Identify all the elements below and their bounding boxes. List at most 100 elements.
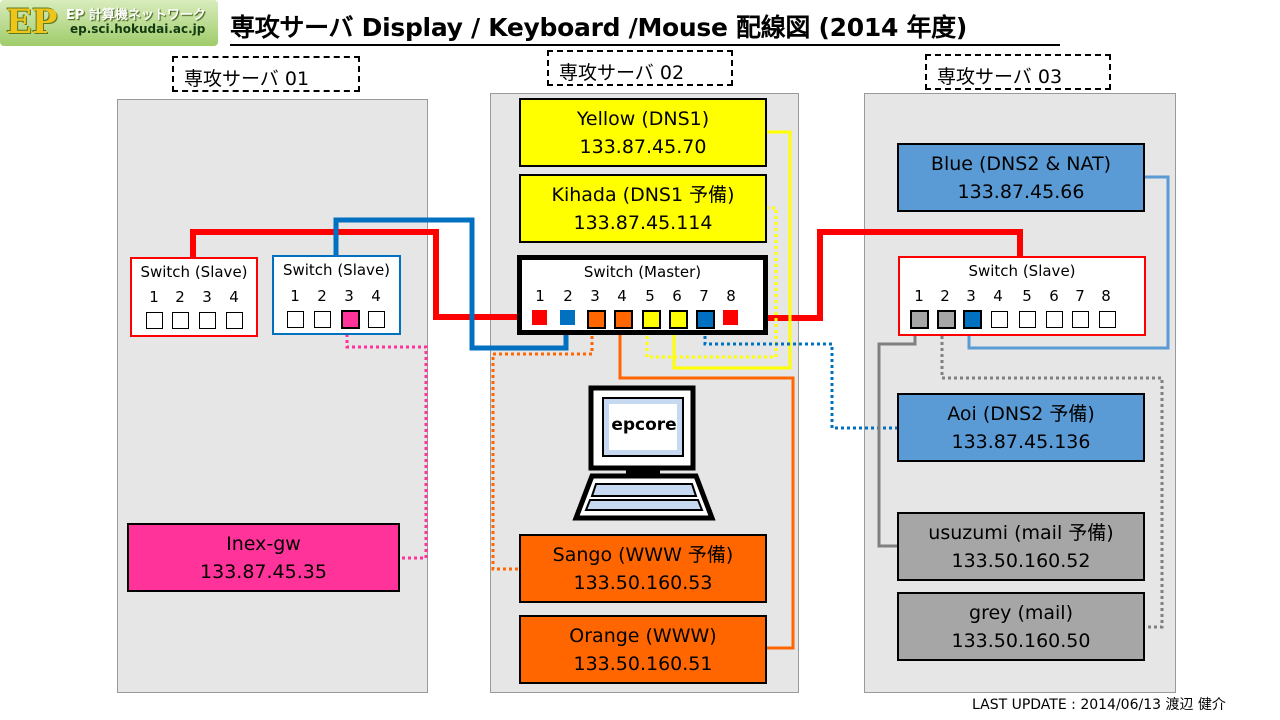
host-inex-gw: Inex-gw 133.87.45.35: [127, 523, 400, 592]
switch-port: [368, 311, 385, 328]
switch-port-pink: [341, 310, 360, 329]
port-number: 8: [1101, 287, 1111, 305]
port-number: 1: [914, 287, 924, 305]
switch-port: [1046, 311, 1063, 328]
host-ip: 133.50.160.50: [951, 629, 1091, 652]
host-yellow: Yellow (DNS1) 133.87.45.70: [519, 98, 767, 167]
wire-blue-slave2: [333, 217, 569, 351]
host-name: Aoi (DNS2 予備): [947, 402, 1095, 425]
host-aoi: Aoi (DNS2 予備) 133.87.45.136: [897, 393, 1145, 462]
switch-master: Switch (Master) 1 2 3 4 5 6 7 8: [517, 255, 768, 335]
switch-port: [314, 311, 331, 328]
port-number: 2: [563, 287, 573, 305]
port-number: 7: [699, 287, 709, 305]
port-number: 7: [1075, 287, 1085, 305]
port-number: 4: [229, 288, 239, 306]
port-number: 6: [672, 287, 682, 305]
port-number: 1: [290, 287, 300, 305]
wire-yellow-kihada: [645, 206, 778, 359]
host-name: grey (mail): [969, 601, 1073, 624]
switch-port: [146, 312, 163, 329]
port-number: 3: [966, 287, 976, 305]
switch-port-orange: [587, 310, 606, 329]
switch-port-grey: [937, 310, 956, 329]
port-number: 2: [317, 287, 327, 305]
switch-port: [991, 311, 1008, 328]
server-label-01: 専攻サーバ 01: [172, 56, 360, 92]
switch-port: [199, 312, 216, 329]
console-label: epcore: [611, 415, 677, 435]
host-blue: Blue (DNS2 & NAT) 133.87.45.66: [897, 143, 1145, 212]
host-ip: 133.87.45.114: [573, 211, 713, 234]
host-ip: 133.50.160.52: [951, 549, 1091, 572]
switch-port-blue: [560, 310, 575, 325]
switch-port-red: [532, 310, 547, 325]
switch-port: [287, 311, 304, 328]
host-ip: 133.50.160.53: [573, 571, 713, 594]
wire-orange-sango: [491, 324, 594, 571]
logo-url: ep.sci.hokudai.ac.jp: [70, 22, 206, 36]
port-number: 3: [202, 288, 212, 306]
port-number: 2: [940, 287, 950, 305]
server-label-02: 専攻サーバ 02: [547, 50, 733, 86]
port-number: 8: [726, 287, 736, 305]
server-01-panel: [117, 99, 428, 693]
port-number: 6: [1049, 287, 1059, 305]
host-name: Kihada (DNS1 予備): [551, 183, 735, 206]
switch-slave-2: Switch (Slave) 1 2 3 4: [272, 255, 401, 335]
switch-title: Switch (Slave): [140, 263, 248, 281]
host-name: Inex-gw: [226, 532, 301, 555]
console-computer-icon: epcore: [572, 384, 716, 522]
wire-lightblue-blue: [967, 175, 1170, 350]
wire-grey-grey: [940, 324, 1164, 629]
host-orange: Orange (WWW) 133.50.160.51: [519, 615, 767, 684]
host-name: usuzumi (mail 予備): [928, 521, 1114, 544]
port-number: 4: [993, 287, 1003, 305]
host-name: Blue (DNS2 & NAT): [930, 152, 1112, 175]
port-number: 4: [371, 287, 381, 305]
port-number: 5: [645, 287, 655, 305]
switch-port: [1019, 311, 1036, 328]
host-kihada: Kihada (DNS1 予備) 133.87.45.114: [519, 174, 767, 243]
switch-port-blue: [696, 310, 715, 329]
server-label-03: 専攻サーバ 03: [925, 54, 1111, 90]
ep-network-logo: EP EP 計算機ネットワーク ep.sci.hokudai.ac.jp: [0, 0, 218, 46]
port-number: 3: [344, 287, 354, 305]
switch-port-red: [723, 310, 738, 325]
port-number: 5: [1022, 287, 1032, 305]
host-ip: 133.87.45.70: [579, 135, 707, 158]
switch-port: [1099, 311, 1116, 328]
wire-orange-orange: [618, 324, 795, 650]
port-number: 4: [617, 287, 627, 305]
switch-title: Switch (Slave): [968, 262, 1076, 280]
port-number: 1: [535, 287, 545, 305]
switch-port: [1072, 311, 1089, 328]
wire-grey-usuzumi: [877, 324, 917, 548]
switch-port-yellow: [669, 310, 688, 329]
wire-red-slave1: [190, 229, 530, 320]
host-name: Orange (WWW): [569, 624, 717, 647]
logo-mark: EP: [6, 2, 58, 42]
switch-title: Switch (Master): [583, 263, 702, 281]
switch-port-yellow: [642, 310, 661, 329]
port-number: 3: [590, 287, 600, 305]
host-ip: 133.87.45.136: [951, 430, 1091, 453]
logo-title: EP 計算機ネットワーク: [66, 8, 206, 23]
last-update-note: LAST UPDATE : 2014/06/13 渡辺 健介: [972, 697, 1226, 713]
port-number: 2: [175, 288, 185, 306]
page-title: 専攻サーバ Display / Keyboard /Mouse 配線図 (201…: [230, 8, 1060, 46]
wire-blue-aoi: [703, 324, 897, 430]
switch-slave-1: Switch (Slave) 1 2 3 4: [130, 257, 258, 337]
host-ip: 133.87.45.35: [200, 560, 327, 583]
switch-port-blue: [963, 310, 982, 329]
switch-slave-3: Switch (Slave) 1 2 3 4 5 6 7 8: [898, 256, 1146, 336]
host-sango: Sango (WWW 予備) 133.50.160.53: [519, 534, 767, 603]
wire-pink-inexgw: [345, 328, 428, 560]
port-number: 1: [149, 288, 159, 306]
switch-port: [172, 312, 189, 329]
host-name: Sango (WWW 予備): [552, 543, 734, 566]
switch-port-orange: [614, 310, 633, 329]
switch-port-grey: [910, 310, 929, 329]
switch-port: [226, 312, 243, 329]
